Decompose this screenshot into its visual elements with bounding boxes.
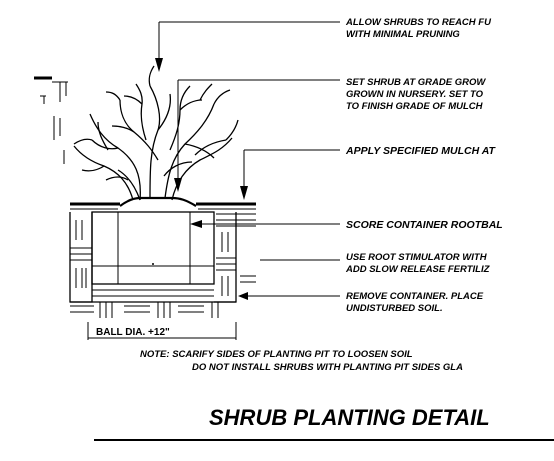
callout-line: APPLY SPECIFIED MULCH AT bbox=[345, 145, 497, 157]
leader-lines bbox=[155, 21, 340, 300]
callout-root-stimulator: USE ROOT STIMULATOR WITH ADD SLOW RELEAS… bbox=[345, 252, 491, 275]
ball-diameter-label: BALL DIA. +12" bbox=[96, 327, 170, 338]
title-text: SHRUB PLANTING DETAIL bbox=[209, 405, 490, 430]
detail-title: SHRUB PLANTING DETAIL bbox=[94, 405, 554, 441]
planting-pit-left-wall bbox=[69, 212, 93, 303]
left-grade-marker bbox=[34, 76, 68, 164]
undisturbed-soil-hatch bbox=[70, 289, 236, 318]
callout-line: UNDISTURBED SOIL. bbox=[346, 303, 443, 314]
callout-line: GROWN IN NURSERY. SET TO bbox=[346, 89, 484, 100]
callout-score-rootball: SCORE CONTAINER ROOTBAL bbox=[346, 219, 503, 231]
callout-line: WITH MINIMAL PRUNING bbox=[346, 29, 460, 40]
mulch-layer bbox=[70, 202, 256, 210]
general-note: NOTE: SCARIFY SIDES OF PLANTING PIT TO L… bbox=[140, 349, 463, 373]
callout-line: REMOVE CONTAINER. PLACE bbox=[346, 291, 484, 302]
callout-line: TO FINISH GRADE OF MULCH bbox=[346, 101, 484, 112]
ball-diameter-dimension: BALL DIA. +12" bbox=[87, 322, 237, 340]
callout-line: ALLOW SHRUBS TO REACH FU bbox=[345, 17, 492, 28]
callout-line: USE ROOT STIMULATOR WITH bbox=[346, 252, 488, 263]
note-line-2: DO NOT INSTALL SHRUBS WITH PLANTING PIT … bbox=[192, 362, 463, 373]
root-crown bbox=[119, 196, 197, 207]
callout-set-shrub: SET SHRUB AT GRADE GROW GROWN IN NURSERY… bbox=[346, 77, 486, 112]
note-line-1: NOTE: SCARIFY SIDES OF PLANTING PIT TO L… bbox=[140, 349, 413, 360]
callout-remove-container: REMOVE CONTAINER. PLACE UNDISTURBED SOIL… bbox=[346, 291, 484, 314]
callout-allow-shrubs: ALLOW SHRUBS TO REACH FU WITH MINIMAL PR… bbox=[345, 17, 492, 40]
callout-line: ADD SLOW RELEASE FERTILIZ bbox=[345, 264, 491, 275]
callout-line: SCORE CONTAINER ROOTBAL bbox=[346, 219, 503, 231]
shrub-branches bbox=[73, 65, 239, 201]
callout-mulch: APPLY SPECIFIED MULCH AT bbox=[345, 145, 497, 157]
planting-pit-right-wall bbox=[214, 212, 256, 303]
callout-line: SET SHRUB AT GRADE GROW bbox=[346, 77, 486, 88]
